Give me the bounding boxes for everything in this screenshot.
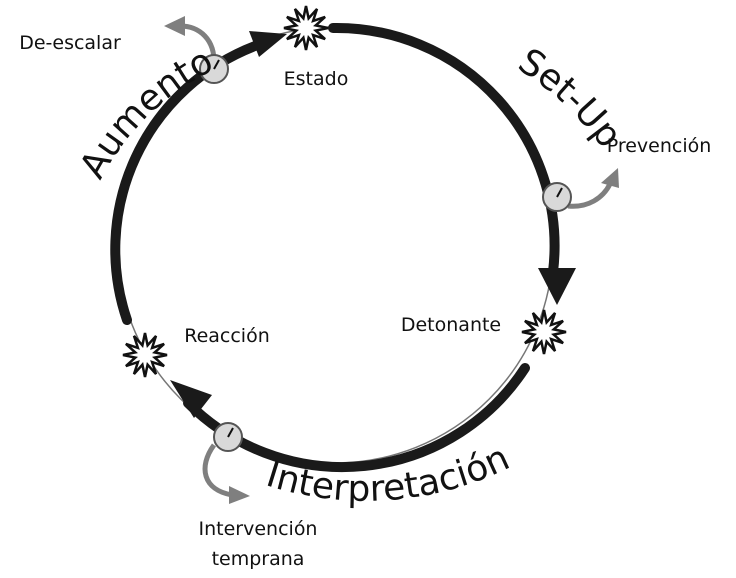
intervencion-branch-arrow [202,443,233,498]
node-label-detonante: Detonante [401,314,501,336]
intervencion-arrowhead [229,486,250,504]
aumento-arrowhead [249,31,287,57]
intervention-label-intervencion-line1: Intervención [199,518,318,540]
intervention-label-intervencion-line2: temprana [212,548,305,570]
prevencion-branch-arrow [567,182,613,209]
interpretation-arrowhead [170,380,212,418]
detonante-starburst-icon [521,309,567,355]
phase-label-aumento: Aumento [72,40,219,185]
intervention-label-prevencion: Prevención [607,135,712,157]
reaccion-starburst-icon [122,332,168,378]
prevencion-gauge-icon [542,182,572,212]
node-label-reaccion: Reacción [184,325,270,347]
setup-arrowhead [538,268,576,305]
intervencion-gauge-icon [213,422,243,452]
intervention-label-de-escalar: De-escalar [19,32,121,54]
setup-arc [328,22,560,277]
de-escalar-arrowhead [164,16,185,36]
node-label-estado: Estado [284,68,349,90]
estado-starburst-icon [283,5,329,51]
phase-label-interpretacion: Interpretación [262,437,516,510]
prevencion-arrowhead [601,168,619,188]
de-escalar-gauge-icon [199,54,229,84]
